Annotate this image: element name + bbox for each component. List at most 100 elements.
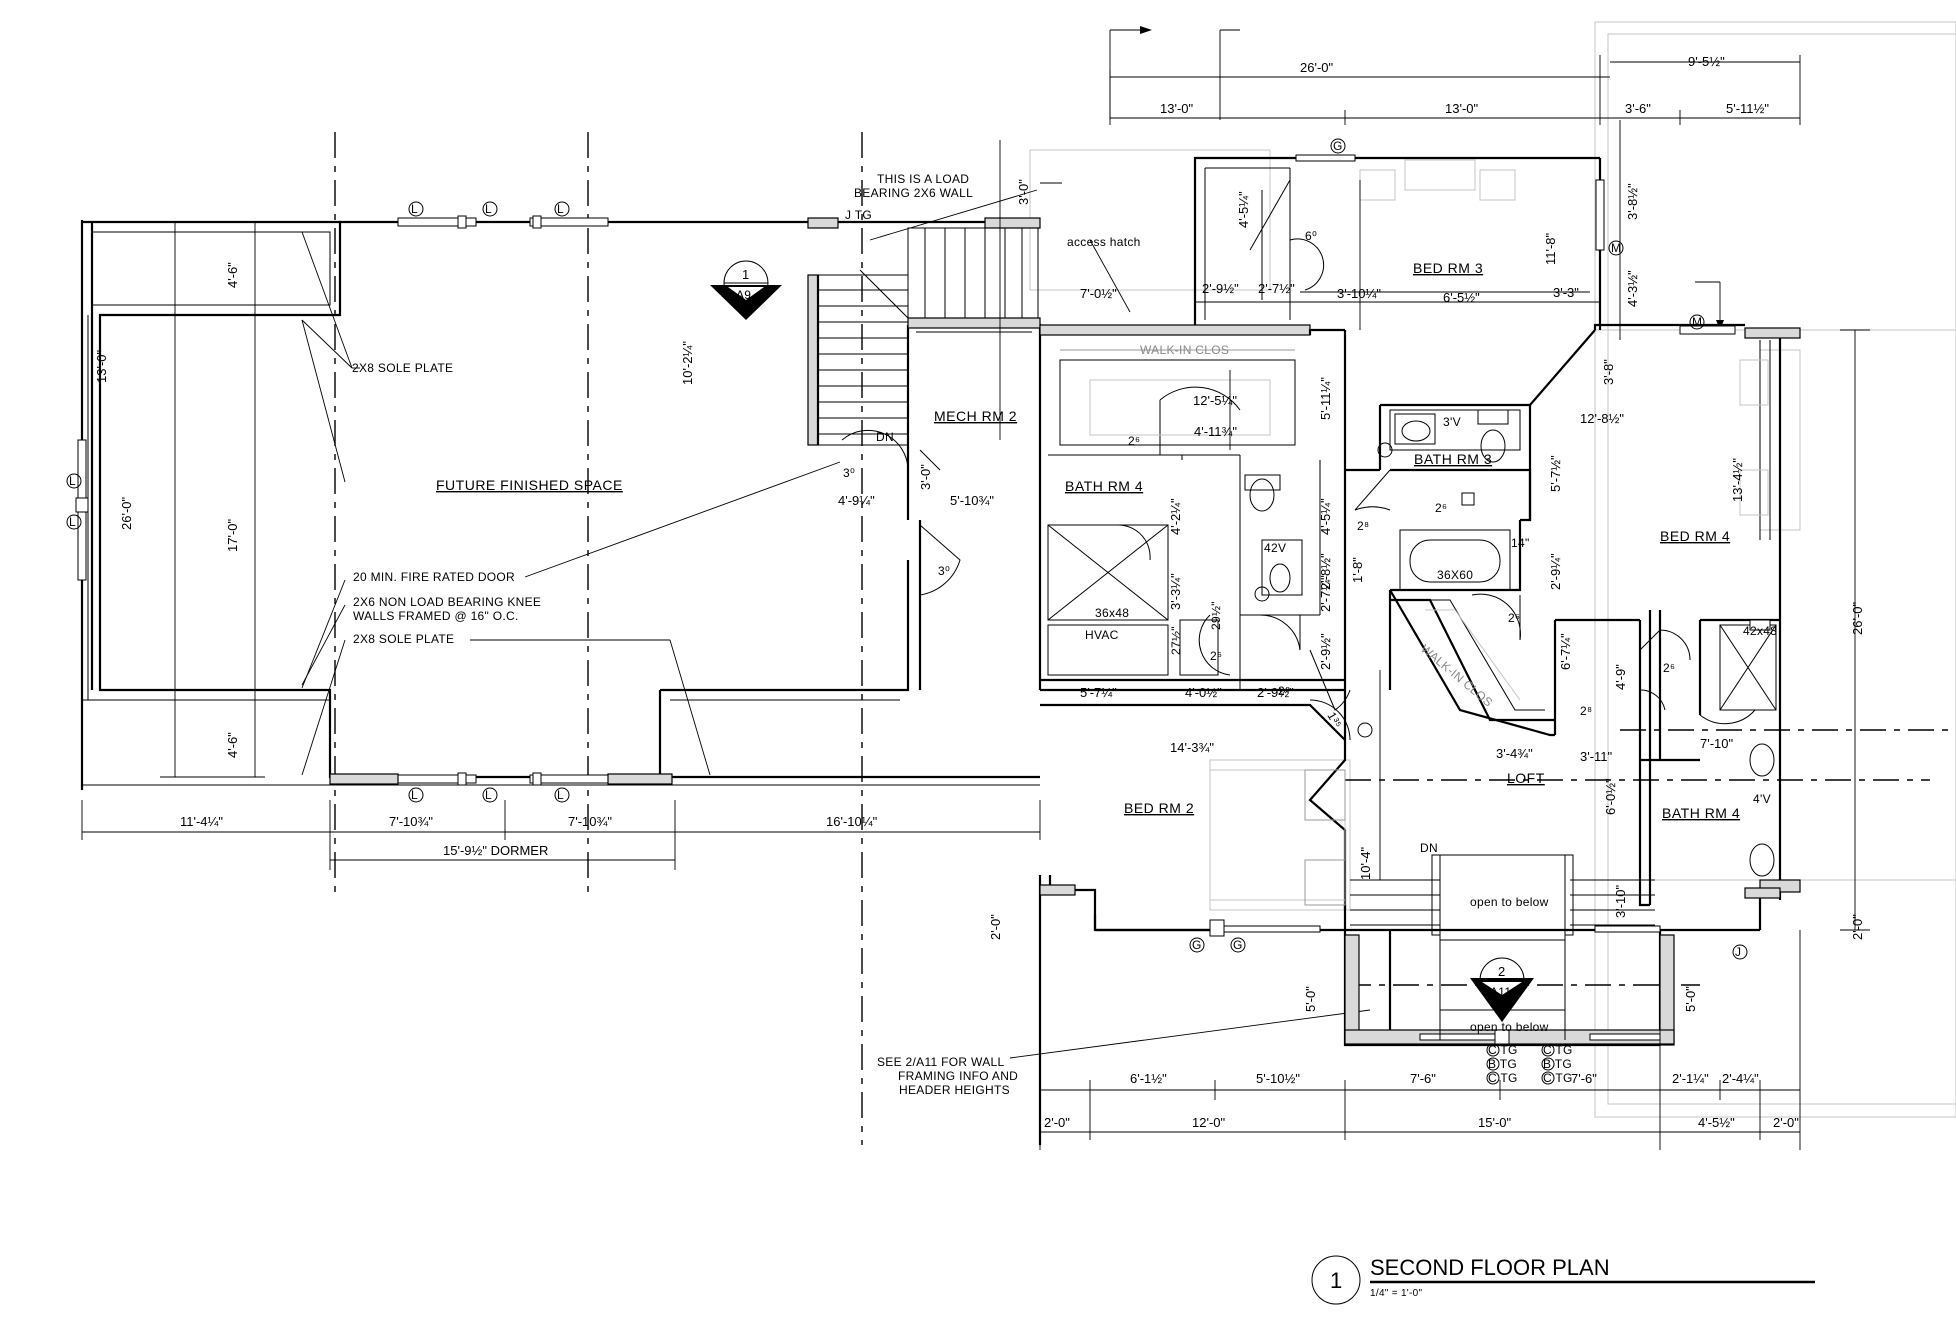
svg-text:L: L bbox=[411, 788, 418, 802]
fixture-labels: 36x48 42x48 36X60 3'V 42V 4'V 14" 27½" 2… bbox=[1095, 415, 1777, 806]
svg-text:2'-9¼": 2'-9¼" bbox=[1548, 553, 1563, 590]
svg-text:2⁶: 2⁶ bbox=[1128, 434, 1140, 448]
bath4a-fixtures bbox=[1047, 386, 1351, 711]
title-block: 1 SECOND FLOOR PLAN 1/4" = 1'-0" bbox=[1311, 1255, 1815, 1305]
svg-text:6⁰: 6⁰ bbox=[1305, 229, 1317, 243]
svg-text:6'-5½": 6'-5½" bbox=[1443, 290, 1480, 305]
svg-text:2'-0": 2'-0" bbox=[1773, 1115, 1799, 1130]
svg-text:42x48: 42x48 bbox=[1743, 624, 1777, 638]
svg-text:3'-4¾": 3'-4¾" bbox=[1496, 746, 1533, 761]
svg-text:2'-9½": 2'-9½" bbox=[1318, 633, 1333, 670]
svg-text:L: L bbox=[69, 515, 76, 529]
svg-text:3'V: 3'V bbox=[1443, 415, 1461, 429]
dn-label-1: DN bbox=[876, 430, 894, 444]
svg-text:2'-9½": 2'-9½" bbox=[1257, 685, 1294, 700]
dim-lines bbox=[81, 55, 1870, 1150]
svg-text:5'-10½": 5'-10½" bbox=[1256, 1071, 1300, 1086]
svg-text:3'-3¼": 3'-3¼" bbox=[1168, 573, 1183, 610]
svg-text:4'-9¼": 4'-9¼" bbox=[838, 493, 875, 508]
hvac-label: HVAC bbox=[1085, 628, 1119, 642]
svg-text:2⁶: 2⁶ bbox=[1508, 611, 1520, 625]
svg-text:5'-11½": 5'-11½" bbox=[1726, 101, 1769, 116]
svg-text:7'-10¾": 7'-10¾" bbox=[389, 814, 433, 829]
svg-text:1'-8": 1'-8" bbox=[1350, 557, 1365, 583]
svg-text:1: 1 bbox=[742, 267, 749, 282]
svg-text:4'-5½": 4'-5½" bbox=[1698, 1115, 1735, 1130]
svg-text:5'-7¼": 5'-7¼" bbox=[1080, 685, 1117, 700]
svg-text:THIS IS A LOAD: THIS IS A LOAD bbox=[877, 172, 969, 186]
svg-text:5'-0": 5'-0" bbox=[1303, 986, 1318, 1012]
room-bed3: BED RM 3 bbox=[1413, 260, 1483, 276]
svg-text:M: M bbox=[1692, 315, 1702, 329]
svg-text:4'-6": 4'-6" bbox=[225, 732, 240, 758]
svg-text:3'-11": 3'-11" bbox=[1580, 749, 1613, 764]
room-bed4: BED RM 4 bbox=[1660, 528, 1730, 544]
open-below-2: open to below bbox=[1470, 1020, 1549, 1034]
svg-text:12'-0": 12'-0" bbox=[1192, 1115, 1226, 1130]
section-marker-1: 1 A9 bbox=[710, 260, 782, 320]
svg-text:FRAMING INFO AND: FRAMING INFO AND bbox=[898, 1069, 1018, 1083]
svg-text:J: J bbox=[1735, 945, 1741, 959]
svg-text:L: L bbox=[69, 474, 76, 488]
svg-text:2'-0": 2'-0" bbox=[1044, 1115, 1070, 1130]
svg-text:29½": 29½" bbox=[1209, 601, 1223, 630]
svg-text:C TG: C TG bbox=[1543, 1071, 1573, 1085]
svg-text:BEARING 2X6 WALL: BEARING 2X6 WALL bbox=[854, 186, 973, 200]
stair-and-mech bbox=[807, 227, 1042, 690]
svg-text:4'V: 4'V bbox=[1753, 792, 1771, 806]
walkin-closets bbox=[1059, 349, 1545, 711]
svg-text:J TG: J TG bbox=[845, 208, 872, 222]
svg-text:3⁰: 3⁰ bbox=[938, 564, 950, 578]
svg-text:C TG: C TG bbox=[1543, 1043, 1573, 1057]
svg-text:15'-0": 15'-0" bbox=[1478, 1115, 1512, 1130]
svg-text:14": 14" bbox=[1511, 536, 1530, 550]
title-bubble-number: 1 bbox=[1330, 1268, 1342, 1293]
room-bath3: BATH RM 3 bbox=[1414, 451, 1492, 467]
svg-text:13'-0": 13'-0" bbox=[94, 349, 109, 383]
svg-text:36X60: 36X60 bbox=[1437, 568, 1473, 582]
svg-text:10'-2¼": 10'-2¼" bbox=[680, 341, 695, 385]
svg-text:4'-11¾": 4'-11¾" bbox=[1194, 424, 1237, 439]
svg-text:27½": 27½" bbox=[1169, 626, 1183, 655]
svg-text:L: L bbox=[557, 788, 564, 802]
svg-text:5'-10¾": 5'-10¾" bbox=[950, 493, 994, 508]
svg-text:2⁸: 2⁸ bbox=[1278, 684, 1290, 698]
general-notes: THIS IS A LOAD BEARING 2X6 WALL 2X8 SOLE… bbox=[352, 172, 1018, 1097]
section-marker-2: 2 A11 bbox=[1470, 957, 1534, 1022]
svg-text:2: 2 bbox=[1498, 964, 1505, 979]
svg-text:2'-7¼": 2'-7¼" bbox=[1318, 575, 1333, 612]
svg-text:42V: 42V bbox=[1264, 541, 1286, 555]
svg-text:2⁶: 2⁶ bbox=[1663, 661, 1675, 675]
open-below-1: open to below bbox=[1470, 895, 1549, 909]
svg-text:13'-0": 13'-0" bbox=[1445, 101, 1479, 116]
svg-text:4'-2¼": 4'-2¼" bbox=[1168, 498, 1183, 535]
svg-text:G: G bbox=[1233, 938, 1243, 952]
svg-text:2'-7½": 2'-7½" bbox=[1258, 281, 1295, 296]
room-loft: LOFT bbox=[1507, 770, 1545, 786]
svg-text:16'-10¼": 16'-10¼" bbox=[826, 814, 878, 829]
svg-text:L: L bbox=[485, 788, 492, 802]
svg-text:3'-8": 3'-8" bbox=[1601, 359, 1616, 385]
dim-text-left: 13'-0" 26'-0" 4'-6" 17'-0" 4'-6" bbox=[94, 262, 240, 758]
svg-text:G: G bbox=[1333, 139, 1343, 153]
svg-text:B TG: B TG bbox=[1488, 1057, 1517, 1071]
svg-text:M: M bbox=[1611, 241, 1621, 255]
svg-text:26'-0": 26'-0" bbox=[1850, 601, 1865, 635]
svg-text:12'-8½": 12'-8½" bbox=[1580, 411, 1624, 426]
svg-text:20 MIN. FIRE RATED DOOR: 20 MIN. FIRE RATED DOOR bbox=[353, 570, 515, 584]
svg-text:26'-0": 26'-0" bbox=[119, 496, 134, 530]
main-walls bbox=[1038, 323, 1801, 1145]
svg-text:WALLS FRAMED @ 16" O.C.: WALLS FRAMED @ 16" O.C. bbox=[353, 609, 519, 623]
svg-text:7'-0½": 7'-0½" bbox=[1080, 286, 1117, 301]
svg-text:A11: A11 bbox=[1490, 985, 1511, 999]
svg-text:2'-1¼": 2'-1¼" bbox=[1672, 1071, 1709, 1086]
svg-text:7'-10¾": 7'-10¾" bbox=[568, 814, 612, 829]
svg-text:3'-0": 3'-0" bbox=[1016, 179, 1031, 205]
svg-text:C TG: C TG bbox=[1488, 1071, 1518, 1085]
svg-text:HEADER HEIGHTS: HEADER HEIGHTS bbox=[899, 1083, 1010, 1097]
access-hatch: access hatch bbox=[1067, 235, 1141, 249]
svg-text:36x48: 36x48 bbox=[1095, 606, 1129, 620]
svg-text:2'-4¼": 2'-4¼" bbox=[1722, 1071, 1759, 1086]
room-labels: FUTURE FINISHED SPACE MECH RM 2 BED RM 3… bbox=[436, 235, 1740, 1034]
